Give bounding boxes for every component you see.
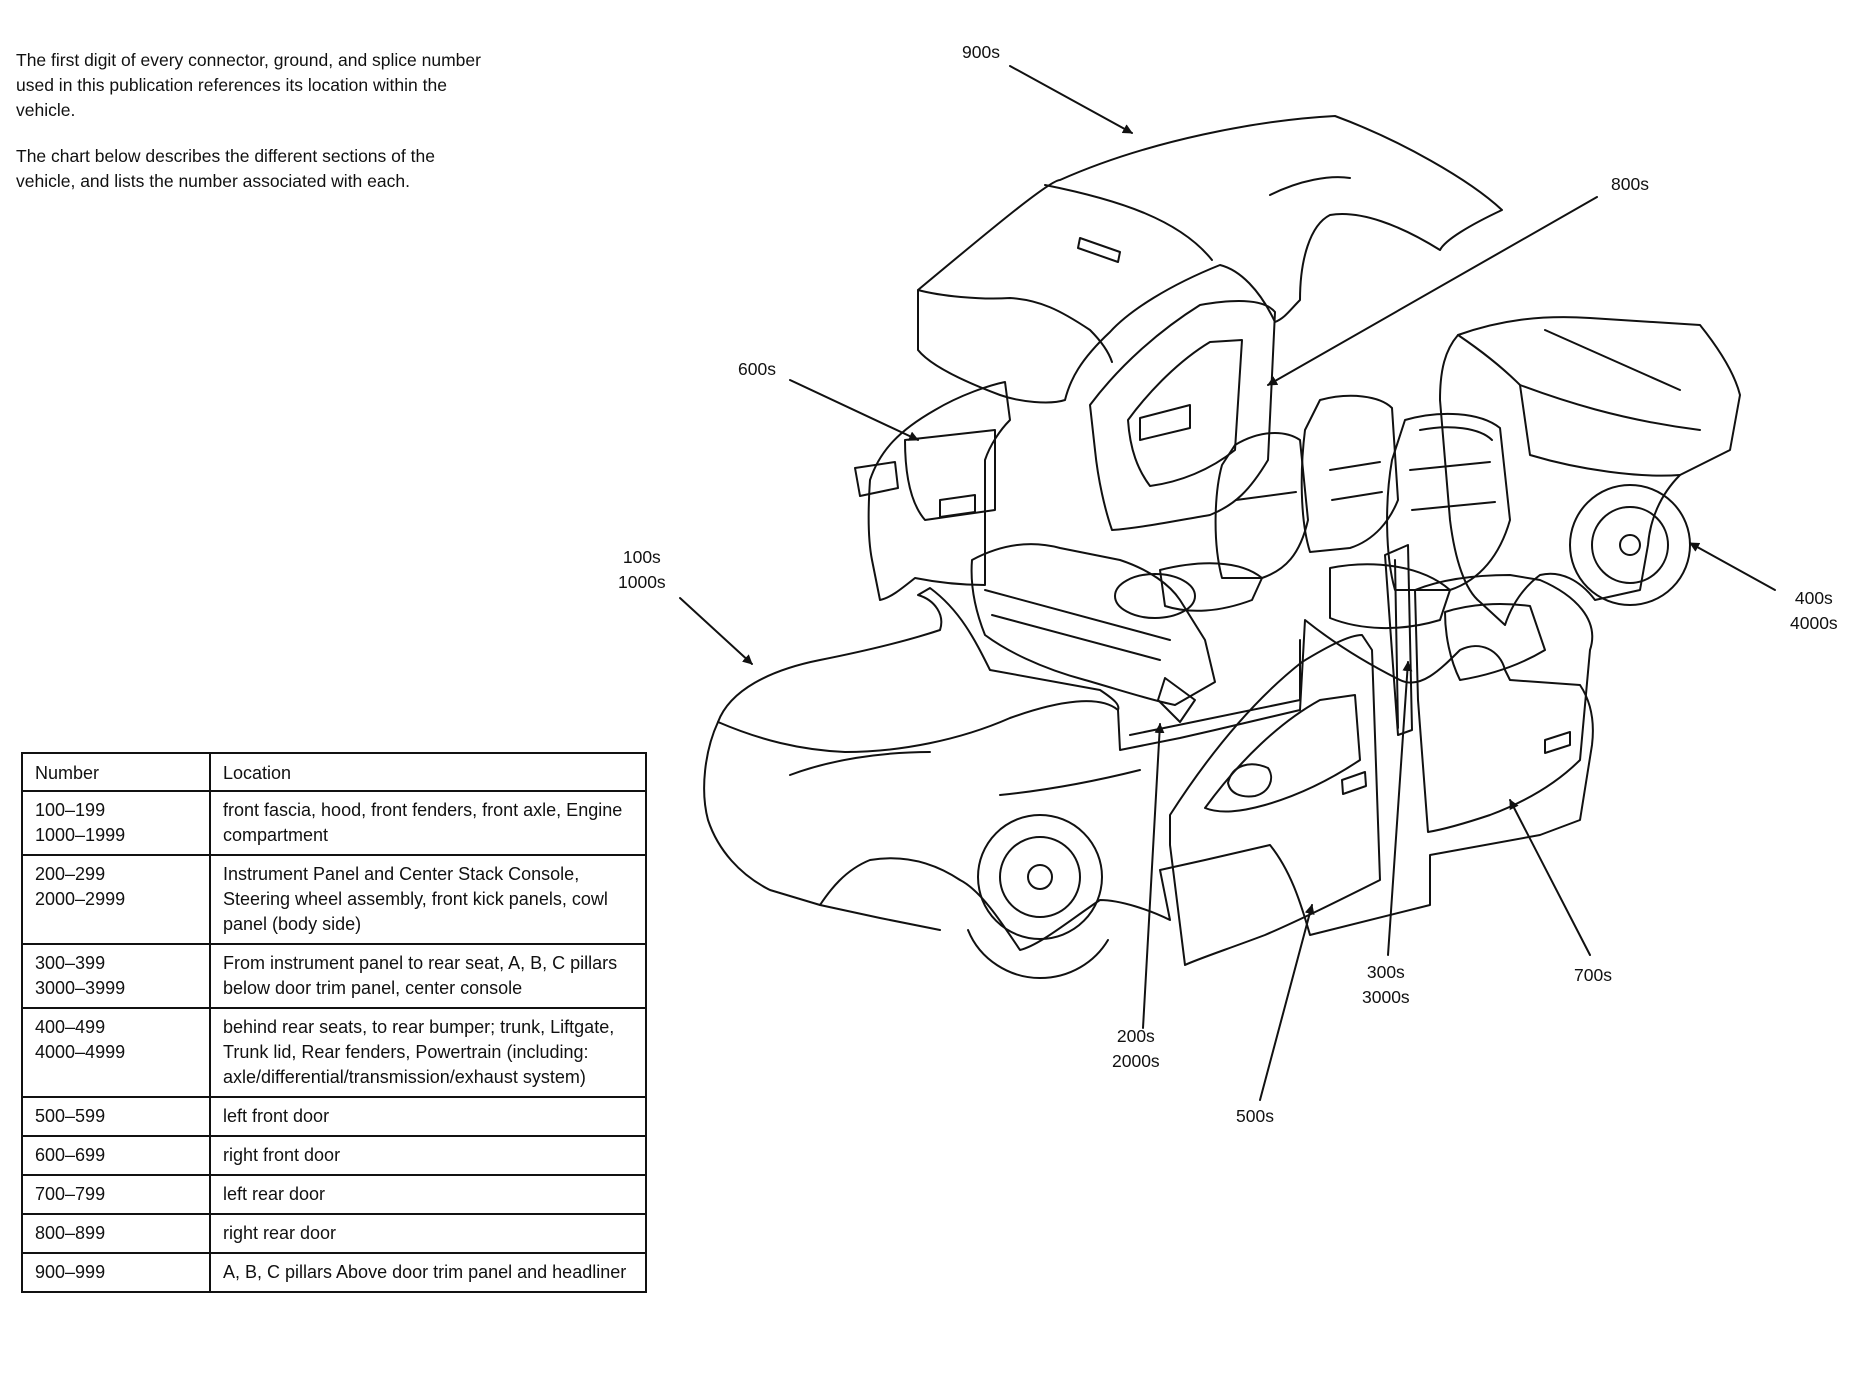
arrow-pillars-console [1387,661,1413,956]
callout-roof: 900s [962,40,1000,65]
callout-label: 200s [1116,1026,1155,1046]
right-rear-door-panel [1089,299,1276,531]
callout-label: 4000s [1790,613,1838,633]
callout-label: 600s [738,359,776,379]
location-cell: right front door [209,1135,647,1176]
callout-pillars-console: 300s 3000s [1362,960,1410,1010]
number-range: 300–399 [35,953,106,973]
left-front-door-panel [1169,634,1381,966]
number-cell: 100–199 1000–1999 [21,790,211,856]
arrow-right-rear-door [1267,196,1598,386]
location-cell: behind rear seats, to rear bumper; trunk… [209,1007,647,1098]
callout-label: 2000s [1112,1051,1160,1071]
number-range: 600–699 [35,1145,106,1165]
number-range: 400–499 [35,1017,106,1037]
location-cell: left front door [209,1096,647,1137]
location-cell: left rear door [209,1174,647,1215]
number-range: 500–599 [35,1106,106,1126]
intro-paragraph-2: The chart below describes the different … [16,146,435,191]
table-header-row: Number Location [21,752,647,792]
callout-label: 700s [1574,965,1612,985]
arrow-instrument-panel [1142,723,1165,1029]
number-cell: 500–599 [21,1096,211,1137]
number-cell: 300–399 3000–3999 [21,943,211,1009]
callout-rear: 400s 4000s [1790,586,1838,636]
callout-instrument-panel: 200s 2000s [1112,1024,1160,1074]
arrow-left-front-door [1259,904,1315,1101]
location-cell: Instrument Panel and Center Stack Consol… [209,854,647,945]
callout-label: 500s [1236,1106,1274,1126]
trunk-section [1439,316,1741,626]
callout-label: 1000s [618,572,666,592]
table-row: 700–799 left rear door [21,1174,647,1215]
table-row: 300–399 3000–3999 From instrument panel t… [21,943,647,1009]
number-range: 800–899 [35,1223,106,1243]
number-range: 1000–1999 [35,825,126,845]
intro-paragraph-1: The first digit of every connector, grou… [16,50,481,120]
location-cell: From instrument panel to rear seat, A, B… [209,943,647,1009]
number-cell: 600–699 [21,1135,211,1176]
location-cell: front fascia, hood, front fenders, front… [209,790,647,856]
number-range: 3000–3999 [35,978,126,998]
callout-label: 3000s [1362,987,1410,1007]
column-header-number: Number [21,752,211,792]
right-front-door-panel [854,381,1011,601]
number-range: 900–999 [35,1262,106,1282]
number-range: 100–199 [35,800,106,820]
callout-label: 300s [1366,962,1405,982]
number-cell: 200–299 2000–2999 [21,854,211,945]
location-cell: right rear door [209,1213,647,1254]
instrument-panel [970,543,1216,723]
callout-left-front-door: 500s [1236,1104,1274,1129]
table-row: 800–899 right rear door [21,1213,647,1254]
number-range: 2000–2999 [35,889,126,909]
arrow-roof [1009,65,1133,134]
table-row: 900–999 A, B, C pillars Above door trim … [21,1252,647,1293]
arrow-rear [1689,542,1776,591]
car-body [703,587,1594,979]
callout-label: 400s [1794,588,1833,608]
center-pillar [1384,544,1413,736]
seats [1159,394,1511,630]
callout-right-front-door: 600s [738,357,776,382]
number-cell: 800–899 [21,1213,211,1254]
number-range: 700–799 [35,1184,106,1204]
callout-label: 800s [1611,174,1649,194]
callout-left-rear-door: 700s [1574,963,1612,988]
arrow-left-rear-door [1509,799,1591,956]
column-header-location: Location [209,752,647,792]
callout-arrows [679,65,1776,1101]
number-cell: 700–799 [21,1174,211,1215]
callout-label: 900s [962,42,1000,62]
left-rear-door-panel [1414,574,1594,833]
number-cell: 400–499 4000–4999 [21,1007,211,1098]
callout-front: 100s 1000s [618,545,666,595]
location-cell: A, B, C pillars Above door trim panel an… [209,1252,647,1293]
location-number-table: Number Location 100–199 1000–1999 front f… [21,752,647,1293]
arrow-right-front-door [789,379,919,441]
arrow-front [679,597,753,665]
callout-label: 100s [622,547,661,567]
intro-text: The first digit of every connector, grou… [16,48,496,215]
roof-panel [917,115,1503,404]
table-row: 600–699 right front door [21,1135,647,1176]
table-row: 200–299 2000–2999 Instrument Panel and Ce… [21,854,647,945]
table-row: 100–199 1000–1999 front fascia, hood, fro… [21,790,647,856]
table-row: 500–599 left front door [21,1096,647,1137]
number-range: 200–299 [35,864,106,884]
number-range: 4000–4999 [35,1042,126,1062]
table-row: 400–499 4000–4999 behind rear seats, to r… [21,1007,647,1098]
callout-right-rear-door: 800s [1611,172,1649,197]
number-cell: 900–999 [21,1252,211,1293]
